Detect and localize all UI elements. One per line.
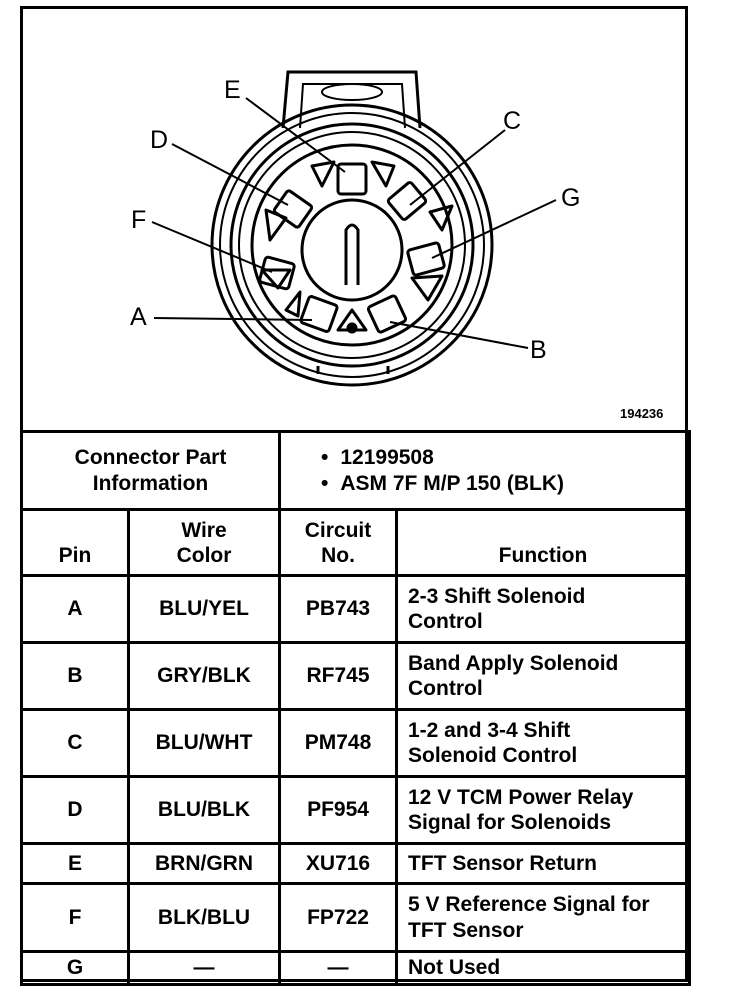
- wire-cell: BLU/YEL: [127, 574, 281, 644]
- pin-label-b: B: [530, 336, 547, 364]
- header-circuit: Circuit No.: [278, 508, 398, 577]
- circuit-cell: PM748: [278, 708, 398, 778]
- pin-cell: B: [20, 641, 130, 711]
- circuit-cell: FP722: [278, 882, 398, 953]
- circuit-cell: —: [278, 950, 398, 986]
- leader-d: [171, 143, 289, 206]
- table-row: E BRN/GRN XU716 TFT Sensor Return: [20, 842, 692, 885]
- circuit-cell: PF954: [278, 775, 398, 845]
- header-pin: Pin: [20, 508, 130, 577]
- pin-cell: F: [20, 882, 130, 953]
- table-row: F BLK/BLU FP722 5 V Reference Signal for…: [20, 882, 692, 953]
- header-function: Function: [394, 508, 692, 577]
- part-number: 12199508: [321, 445, 688, 470]
- table-row: G — — Not Used: [20, 950, 692, 986]
- pin-cell: G: [20, 950, 130, 986]
- pin-d-cavity: [272, 189, 314, 229]
- pin-cell: A: [20, 574, 130, 644]
- circuit-cell: PB743: [278, 574, 398, 644]
- connector-info-row: Connector Part Information 12199508 ASM …: [20, 430, 692, 511]
- header-row: Pin Wire Color Circuit No. Function: [20, 508, 692, 577]
- leader-b: [389, 321, 529, 349]
- pin-label-f: F: [131, 206, 146, 234]
- function-cell: TFT Sensor Return: [394, 842, 692, 885]
- pin-label-c: C: [503, 107, 521, 135]
- outer-shell: [210, 103, 494, 387]
- pin-label-g: G: [561, 184, 580, 212]
- connector-diagram: E C D G F A B 194236: [130, 70, 663, 421]
- part-number: ASM 7F M/P 150 (BLK): [321, 471, 688, 496]
- wire-cell: BRN/GRN: [127, 842, 281, 885]
- leader-c: [409, 129, 506, 206]
- pin-label-a: A: [130, 303, 147, 331]
- leader-f: [151, 221, 273, 273]
- connector-info-label: Connector Part Information: [20, 430, 281, 511]
- wire-cell: BLK/BLU: [127, 882, 281, 953]
- leader-e: [245, 97, 346, 173]
- circuit-cell: RF745: [278, 641, 398, 711]
- pin-cell: E: [20, 842, 130, 885]
- pin-e-cavity: [336, 162, 368, 196]
- leader-g: [431, 199, 557, 259]
- pin-label-e: E: [224, 76, 241, 104]
- pin-cell: D: [20, 775, 130, 845]
- header-wire-color: Wire Color: [127, 508, 281, 577]
- wire-cell: —: [127, 950, 281, 986]
- pin-cell: C: [20, 708, 130, 778]
- latch-tab: [281, 70, 422, 129]
- function-cell: Not Used: [394, 950, 692, 986]
- part-numbers: 12199508 ASM 7F M/P 150 (BLK): [277, 430, 692, 511]
- wire-cell: GRY/BLK: [127, 641, 281, 711]
- connector-table: Connector Part Information 12199508 ASM …: [20, 430, 692, 986]
- inner-ring: [250, 143, 454, 347]
- wire-cell: BLU/BLK: [127, 775, 281, 845]
- pin-label-d: D: [150, 126, 168, 154]
- center-hub: [300, 198, 404, 302]
- pin-g-cavity: [406, 241, 446, 277]
- leader-a: [153, 317, 313, 321]
- wire-cell: BLU/WHT: [127, 708, 281, 778]
- circuit-cell: XU716: [278, 842, 398, 885]
- pin-c-cavity: [386, 181, 428, 221]
- pin-b-cavity: [366, 294, 408, 334]
- figure-id: 194236: [620, 406, 663, 421]
- pin-a-cavity: [299, 295, 339, 333]
